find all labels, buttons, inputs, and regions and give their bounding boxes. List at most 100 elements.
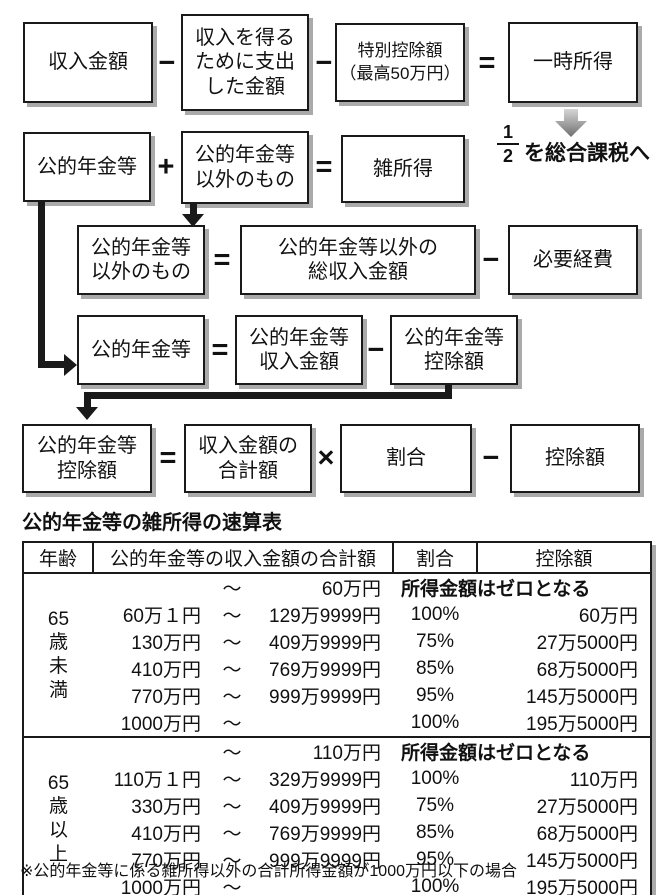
range-tilde: 〜 <box>222 878 242 895</box>
range-high: 409万9999円 <box>269 797 381 818</box>
box-pension-income-amount: 公的年金等 収入金額 <box>235 315 363 385</box>
table-row: 1000万円 〜 100% 195万5000円 <box>23 709 651 737</box>
table-footnote: ※公的年金等に係る雑所得以外の合計所得金額が1000万円以下の場合 <box>20 863 518 880</box>
table-row: 110万１円 〜 329万9999円 100% 110万円 <box>23 765 651 792</box>
range-high: 769万9999円 <box>269 824 381 845</box>
deduction-cell: 145万5000円 <box>526 851 638 872</box>
deduction-cell: 145万5000円 <box>526 687 638 708</box>
range-low: 770万円 <box>131 687 201 708</box>
box-public-pension: 公的年金等 <box>23 132 151 202</box>
table-title: 公的年金等の雑所得の速算表 <box>22 512 282 534</box>
range-high: 999万9999円 <box>269 851 381 872</box>
range-low: 330万円 <box>131 797 201 818</box>
section-over-65: 65 歳 以 上 〜 110万円 所得金額はゼロとなる 110万１円 〜 329… <box>23 737 651 895</box>
range-tilde: 〜 <box>222 606 242 627</box>
box-non-pension-2: 公的年金等 以外のもの <box>77 225 205 295</box>
deduction-cell: 27万5000円 <box>536 797 638 818</box>
range-low: 770万円 <box>131 851 201 872</box>
range-tilde: 〜 <box>222 770 242 791</box>
range-low: 1000万円 <box>120 714 201 735</box>
pension-speed-table: 年齢 公的年金等の収入金額の合計額 割合 控除額 65 歳 未 満 〜 60万円… <box>22 541 652 895</box>
deduction-cell: 68万5000円 <box>536 660 638 681</box>
box-pension-deduction-2: 公的年金等 控除額 <box>22 424 152 493</box>
deduction-cell: 110万円 <box>569 770 638 791</box>
range-high: 769万9999円 <box>269 660 381 681</box>
deduction-cell: 60万円 <box>578 606 638 627</box>
connector-deduction-stub-left <box>84 399 91 408</box>
range-tilde: 〜 <box>222 743 242 764</box>
rate-cell: 95% <box>415 684 455 706</box>
header-income: 公的年金等の収入金額の合計額 <box>92 542 393 574</box>
table-row: 330万円 〜 409万9999円 75% 27万5000円 <box>23 792 651 819</box>
box-pension-deduction: 公的年金等 控除額 <box>390 315 518 385</box>
box-expenses-to-earn-income: 収入を得る ために支出 した金額 <box>181 14 309 111</box>
rate-cell: 100% <box>410 875 460 895</box>
deduction-cell: 195万5000円 <box>526 714 638 735</box>
table-row: 130万円 〜 409万9999円 75% 27万5000円 <box>23 628 651 655</box>
operator-minus-5: − <box>482 442 500 474</box>
range-low: 410万円 <box>131 660 201 681</box>
deduction-cell: 68万5000円 <box>536 824 638 845</box>
range-high: 60万円 <box>321 579 381 600</box>
box-public-pension-2: 公的年金等 <box>77 315 205 385</box>
rate-cell: 75% <box>415 630 455 652</box>
range-low: 130万円 <box>131 633 201 654</box>
fraction-numerator: 1 <box>497 121 519 145</box>
range-tilde: 〜 <box>222 824 242 845</box>
operator-equals-5: = <box>159 442 177 474</box>
range-tilde: 〜 <box>222 579 242 600</box>
fraction-denominator: 2 <box>502 146 513 166</box>
range-low: 110万１円 <box>113 770 201 791</box>
rate-cell: 100% <box>410 603 460 625</box>
box-rate: 割合 <box>340 424 472 493</box>
operator-equals-1: = <box>478 47 496 79</box>
box-misc-income: 雑所得 <box>341 135 465 203</box>
rate-cell: 95% <box>415 848 455 870</box>
operator-times: × <box>317 442 335 474</box>
table-row: 1000万円 〜 100% 195万5000円 <box>23 873 651 895</box>
operator-equals-4: = <box>211 334 229 366</box>
rate-cell: 85% <box>415 657 455 679</box>
range-low: 410万円 <box>131 824 201 845</box>
range-low: 1000万円 <box>120 878 201 895</box>
connector-deduction-stub-right <box>445 385 452 395</box>
header-row: 年齢 公的年金等の収入金額の合計額 割合 控除額 <box>23 542 651 574</box>
range-tilde: 〜 <box>222 633 242 654</box>
connector-pension-vline <box>38 202 45 368</box>
one-half-fraction: 1 2 <box>497 121 519 168</box>
connector-non-pension-arrowhead <box>182 214 204 227</box>
table-row: 770万円 〜 999万9999円 95% 145万5000円 <box>23 682 651 709</box>
box-occasional-income: 一時所得 <box>508 22 638 103</box>
range-low: 60万１円 <box>122 606 201 627</box>
header-rate: 割合 <box>392 542 477 574</box>
table-row: 410万円 〜 769万9999円 85% 68万5000円 <box>23 655 651 682</box>
box-total-income-amount: 収入金額の 合計額 <box>184 424 312 493</box>
box-special-deduction: 特別控除額 （最高50万円） <box>335 23 465 102</box>
zero-income-note: 所得金額はゼロとなる <box>401 579 591 600</box>
range-tilde: 〜 <box>222 687 242 708</box>
connector-deduction-hline <box>84 392 452 399</box>
rate-cell: 100% <box>410 767 460 789</box>
range-high: 409万9999円 <box>269 633 381 654</box>
table-row: 65 歳 以 上 〜 110万円 所得金額はゼロとなる <box>23 737 651 865</box>
section-under-65: 65 歳 未 満 〜 60万円 所得金額はゼロとなる 60万１円 〜 129万9… <box>23 573 651 737</box>
deduction-cell: 27万5000円 <box>536 633 638 654</box>
header-age: 年齢 <box>23 542 93 574</box>
box-income-amount: 収入金額 <box>23 22 153 103</box>
zero-income-note: 所得金額はゼロとなる <box>401 743 591 764</box>
table-row: 65 歳 未 満 〜 60万円 所得金額はゼロとなる <box>23 573 651 701</box>
aggregate-taxation-label: を総合課税へ <box>524 142 650 165</box>
table-row: 410万円 〜 769万9999円 85% 68万5000円 <box>23 819 651 846</box>
operator-equals-2: = <box>315 151 333 183</box>
operator-equals-3: = <box>213 244 231 276</box>
box-necessary-expenses: 必要経費 <box>508 225 638 295</box>
connector-pension-arrowhead <box>64 354 77 376</box>
box-non-pension: 公的年金等 以外のもの <box>181 131 309 204</box>
range-tilde: 〜 <box>222 851 242 872</box>
deduction-cell: 195万5000円 <box>526 878 638 895</box>
range-tilde: 〜 <box>222 797 242 818</box>
header-deduction: 控除額 <box>476 542 651 574</box>
age-label-over-65: 65 歳 以 上 <box>47 772 70 865</box>
connector-pension-hline <box>38 361 65 368</box>
